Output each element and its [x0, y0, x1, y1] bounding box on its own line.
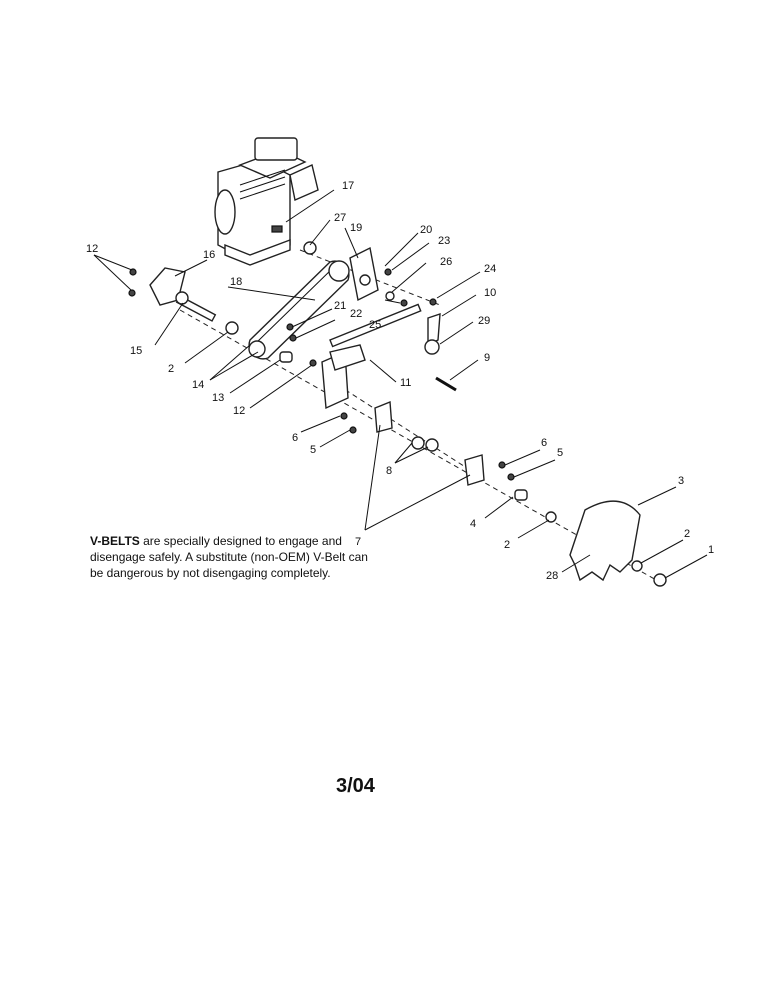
v-belt-warning-note: V-BELTS are specially designed to engage…	[90, 533, 380, 581]
callout-2-right: 2	[684, 528, 690, 540]
tine-shaft-part	[329, 303, 422, 348]
callout-21: 21	[334, 300, 346, 312]
callout-7: 7	[355, 536, 361, 548]
tine-part	[569, 500, 641, 582]
leader-lines	[93, 189, 708, 579]
callout-20: 20	[420, 224, 432, 236]
callout-11: 11	[400, 377, 411, 389]
v-belts-term: V-BELTS	[90, 534, 140, 548]
callout-22: 22	[350, 308, 362, 320]
idler-bracket-part	[349, 246, 379, 302]
callout-25: 25	[369, 319, 381, 331]
callout-1: 1	[708, 544, 714, 556]
callout-27: 27	[334, 212, 346, 224]
callout-29: 29	[478, 315, 490, 327]
bearing-housing-part	[374, 400, 485, 486]
callout-9: 9	[484, 352, 490, 364]
callout-6-right: 6	[541, 437, 547, 449]
callout-17: 17	[342, 180, 354, 192]
callout-12-lower: 12	[233, 405, 245, 417]
callout-2-center: 2	[504, 539, 510, 551]
callout-16: 16	[203, 249, 215, 261]
screws-12-top	[128, 268, 137, 297]
callout-4: 4	[470, 518, 476, 530]
housing-plate-part	[321, 344, 366, 410]
callout-15: 15	[130, 345, 142, 357]
callout-19: 19	[350, 222, 362, 234]
callouts: 12 16 17 18 27 19 20 23 26 24 10 29 9 25…	[86, 180, 714, 582]
shift-lever-part	[424, 313, 441, 355]
callout-28: 28	[546, 570, 558, 582]
pin-axis-line	[329, 379, 471, 471]
bearings-part	[411, 436, 439, 452]
shaft-part	[175, 291, 217, 322]
callout-18: 18	[230, 276, 242, 288]
callout-14: 14	[192, 379, 204, 391]
callout-10: 10	[484, 287, 496, 299]
callout-12-top: 12	[86, 243, 98, 255]
callout-24: 24	[484, 263, 496, 275]
date-code: 3/04	[336, 775, 375, 797]
engine-part	[214, 137, 319, 266]
v-belt-part	[248, 260, 350, 360]
small-hardware	[225, 241, 667, 587]
callout-3: 3	[678, 475, 684, 487]
callout-8: 8	[386, 465, 392, 477]
callout-13: 13	[212, 392, 224, 404]
callout-23: 23	[438, 235, 450, 247]
pin-part	[435, 376, 457, 392]
callout-2-left: 2	[168, 363, 174, 375]
callout-5-left: 5	[310, 444, 316, 456]
callout-6-left: 6	[292, 432, 298, 444]
callout-26: 26	[440, 256, 452, 268]
callout-5-right: 5	[557, 447, 563, 459]
v-belts-warning-text: are specially designed to engage and dis…	[90, 534, 368, 580]
